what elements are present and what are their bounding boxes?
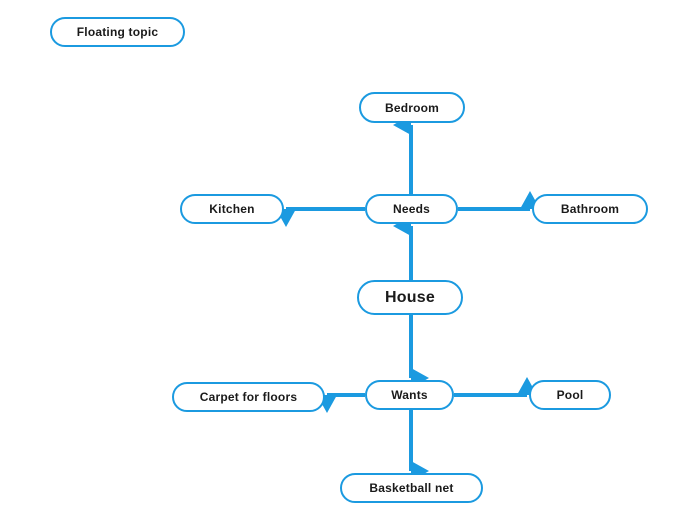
node-label-basketball: Basketball net [369, 481, 454, 495]
node-wants[interactable]: Wants [365, 380, 454, 410]
node-bedroom[interactable]: Bedroom [359, 92, 465, 123]
node-house[interactable]: House [357, 280, 463, 315]
node-kitchen[interactable]: Kitchen [180, 194, 284, 224]
node-label-pool: Pool [556, 388, 584, 402]
node-carpet[interactable]: Carpet for floors [172, 382, 325, 412]
node-label-needs: Needs [392, 202, 431, 216]
node-needs[interactable]: Needs [365, 194, 458, 224]
node-label-bedroom: Bedroom [384, 100, 440, 115]
node-bathroom[interactable]: Bathroom [532, 194, 648, 224]
node-label-kitchen: Kitchen [209, 202, 255, 216]
node-label-bathroom: Bathroom [560, 202, 620, 216]
node-basketball[interactable]: Basketball net [340, 473, 483, 503]
node-pool[interactable]: Pool [529, 380, 611, 410]
node-label-floating: Floating topic [76, 25, 159, 39]
node-label-carpet: Carpet for floors [199, 390, 298, 404]
node-label-house: House [385, 288, 435, 306]
node-floating[interactable]: Floating topic [50, 17, 185, 47]
node-label-wants: Wants [391, 388, 428, 402]
